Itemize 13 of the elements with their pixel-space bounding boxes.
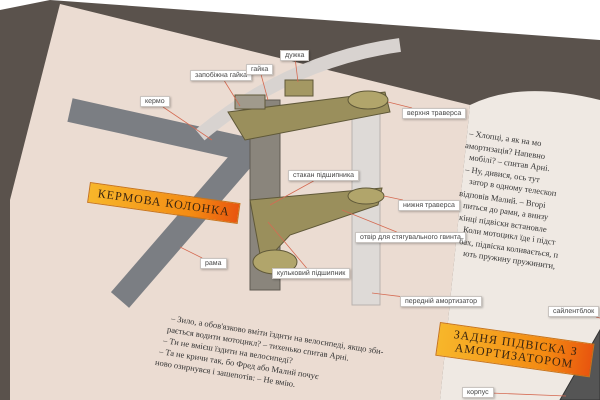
leader-line bbox=[295, 60, 298, 82]
leader-line bbox=[388, 102, 412, 108]
leader-line bbox=[596, 316, 600, 318]
leader-line bbox=[342, 210, 398, 232]
leader-line bbox=[384, 196, 404, 200]
leader-line bbox=[268, 222, 307, 268]
leader-line bbox=[180, 246, 203, 258]
leader-line bbox=[260, 74, 268, 100]
leader-line bbox=[372, 292, 400, 297]
leader-line bbox=[270, 180, 314, 206]
leader-line bbox=[162, 106, 212, 140]
leader-line bbox=[493, 392, 566, 396]
leader-line bbox=[224, 80, 240, 106]
